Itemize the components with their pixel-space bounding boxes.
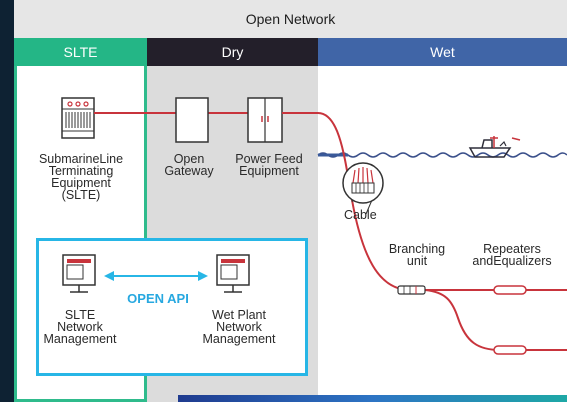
repeater-icon — [493, 345, 527, 355]
cable-cross-section-icon — [342, 162, 384, 215]
ship-to-sea-line — [511, 137, 521, 141]
open-gateway-box — [175, 97, 209, 143]
slte-label-line: Terminating — [48, 164, 114, 178]
slte-nms-monitor-icon — [62, 254, 96, 293]
wet-plant-nms-label-line: Wet Plant — [212, 308, 266, 322]
wet-plant-nms-label: Wet Plant Network Management — [192, 308, 286, 346]
slte-nms-label-line: Network — [57, 320, 103, 334]
wet-plant-nms-monitor-icon — [216, 254, 250, 293]
slte-label-line: (SLTE) — [61, 188, 101, 202]
column-header-slte: SLTE — [14, 38, 147, 66]
branching-unit-icon — [397, 285, 426, 295]
slte-nms-label-line: Management — [43, 332, 117, 346]
slte-nms-label: SLTE Network Management — [38, 308, 122, 346]
sea-surface-wave — [317, 152, 567, 158]
cable-label: Cable — [344, 208, 377, 222]
power-feed-label-line: Power Feed — [235, 152, 303, 166]
branching-unit-label: Branching unit — [372, 242, 462, 268]
slte-label-line: Equipment — [51, 176, 111, 190]
column-header-dry: Dry — [147, 38, 318, 66]
bottom-gradient-bar — [178, 395, 567, 402]
repeaters-label-line: andEqualizers — [472, 254, 552, 268]
undersea-cable-branch — [424, 289, 567, 351]
column-header-wet: Wet — [318, 38, 567, 66]
open-network-header — [14, 0, 567, 38]
left-edge-strip — [0, 0, 14, 402]
power-feed-label-line: Equipment — [239, 164, 299, 178]
slte-nms-label-line: SLTE — [64, 308, 96, 322]
slte-rack-icon — [61, 97, 95, 139]
branching-label-line: Branching — [388, 242, 446, 256]
open-api-label: OPEN API — [127, 291, 189, 306]
wet-plant-nms-label-line: Management — [202, 332, 276, 346]
gateway-label-line: Open — [173, 152, 205, 166]
repeater-icon — [493, 285, 527, 295]
gateway-label-line: Gateway — [164, 164, 214, 178]
repeaters-label-line: Repeaters — [483, 242, 541, 256]
repeaters-label: Repeaters andEqualizers — [462, 242, 562, 268]
power-feed-label: Power Feed Equipment — [226, 152, 312, 178]
slte-zone-border — [14, 66, 147, 402]
slte-label-line: SubmarineLine — [38, 152, 124, 166]
open-network-title: Open Network — [245, 11, 336, 27]
open-gateway-label: Open Gateway — [154, 152, 224, 178]
power-feed-cabinet-icon — [247, 97, 283, 143]
wet-plant-nms-label-line: Network — [216, 320, 262, 334]
slte-label: SubmarineLine Terminating Equipment (SLT… — [20, 152, 142, 202]
branching-label-line: unit — [406, 254, 428, 268]
bidirectional-arrow-icon — [104, 271, 208, 281]
ship-icon — [468, 136, 512, 158]
